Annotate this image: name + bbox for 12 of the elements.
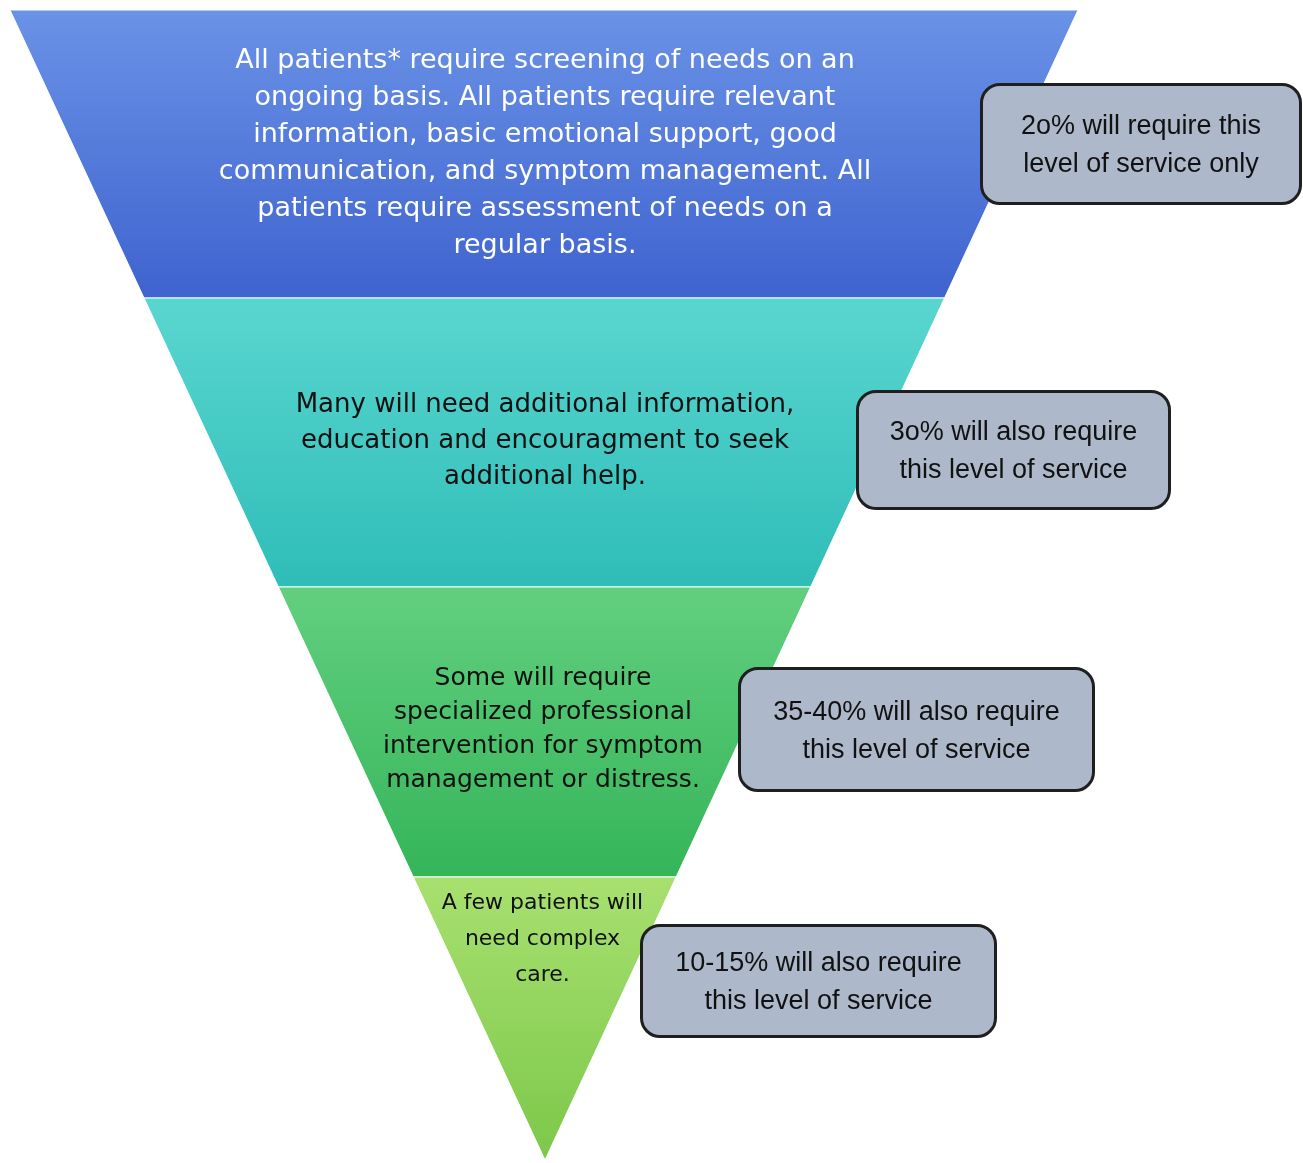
callout-text: 10-15% will also require this level of service	[674, 946, 963, 1017]
callout-box	[856, 390, 1171, 510]
callout-text: 3o% will also require this level of service	[888, 415, 1139, 486]
callout-text: 35-40% will also require this level of service	[772, 694, 1061, 766]
band-text: Some will require specialized professional intervention for symptom management or distress.	[382, 661, 704, 795]
callout-box	[640, 924, 997, 1038]
callout-box	[980, 83, 1302, 205]
callout-text: 2o% will require this level of service only	[1019, 109, 1263, 180]
callout-box	[738, 667, 1095, 792]
band-text: Many will need additional information, education and encouragment to seek additional help.	[294, 387, 796, 492]
band-text: A few patients will need complex care.	[440, 888, 645, 988]
band-text: All patients* require screening of needs on an ongoing basis. All patients require relevant information, basic emotional support, good communication, and symptom management. All patients require assessment of needs on a regular basis.	[217, 42, 873, 261]
